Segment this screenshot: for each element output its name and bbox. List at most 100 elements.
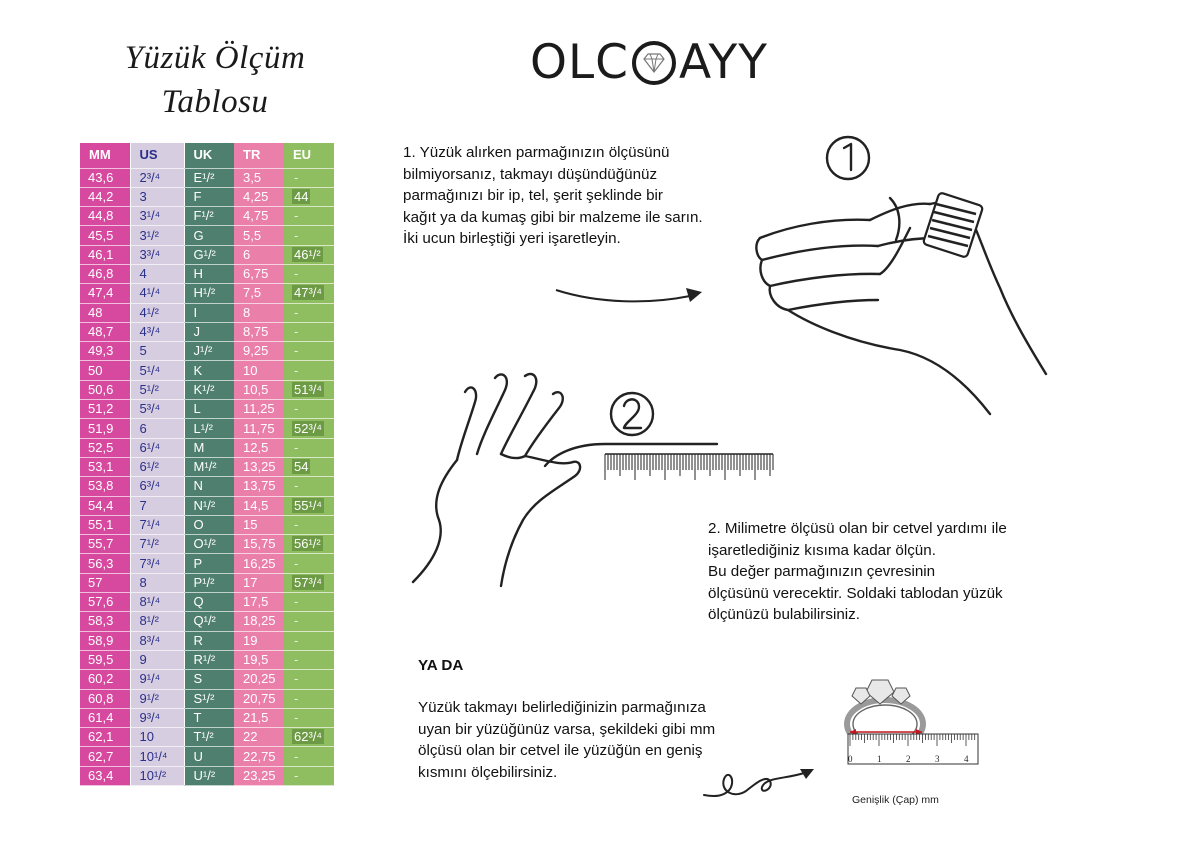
cell-mm: 58,3: [80, 611, 130, 632]
cell-tr: 11,75: [234, 418, 284, 439]
cell-tr: 5,5: [234, 225, 284, 246]
cell-tr: 22: [234, 727, 284, 748]
cell-us: 6: [129, 418, 184, 439]
eu-value: 44: [292, 188, 311, 204]
cell-mm: 60,2: [80, 669, 130, 690]
ring-ruler-label: 3: [935, 754, 940, 764]
step2-text: 2. Milimetre ölçüsü olan bir cetvel yard…: [708, 518, 1088, 626]
cell-tr: 17,5: [234, 592, 284, 613]
eu-value: -: [294, 169, 299, 185]
cell-eu: -: [284, 631, 334, 651]
cell-tr: 8,75: [234, 322, 284, 343]
cell-us: 10¹/²: [129, 766, 184, 787]
cell-us: 6¹/⁴: [129, 438, 184, 458]
cell-tr: 8: [234, 303, 284, 323]
cell-us: 3³/⁴: [129, 245, 184, 265]
hand-wrapping-string-icon: [755, 135, 1048, 416]
cell-eu: -: [284, 206, 334, 227]
cell-mm: 61,4: [80, 708, 130, 729]
cell-tr: 21,5: [234, 708, 284, 729]
cell-uk: K¹/²: [183, 380, 234, 401]
cell-mm: 48,7: [80, 322, 130, 343]
eu-value: -: [294, 613, 299, 629]
cell-us: 4³/⁴: [129, 322, 184, 343]
cell-uk: F¹/²: [183, 206, 234, 227]
cell-eu: 44: [284, 187, 334, 208]
cell-us: 2³/⁴: [129, 168, 184, 188]
cell-tr: 19,5: [234, 650, 284, 671]
cell-us: 3¹/²: [129, 225, 184, 246]
cell-eu: -: [284, 476, 334, 497]
cell-eu: 56¹/²: [284, 534, 334, 555]
cell-mm: 48: [80, 303, 130, 323]
cell-us: 10¹/⁴: [129, 746, 184, 767]
cell-eu: -: [284, 689, 334, 709]
cell-mm: 60,8: [80, 689, 130, 709]
cell-us: 5¹/²: [129, 380, 184, 401]
cell-tr: 12,5: [234, 438, 284, 458]
header-us: US: [129, 143, 184, 169]
cell-mm: 56,3: [80, 553, 130, 574]
cell-mm: 52,5: [80, 438, 130, 458]
step2-line: işaretlediğiniz kısıma kadar ölçün.: [708, 541, 936, 559]
eu-value: -: [294, 652, 299, 668]
cell-tr: 6,75: [234, 264, 284, 285]
diamond-logo-icon: [632, 41, 676, 85]
cell-mm: 47,4: [80, 283, 130, 304]
eu-value: -: [294, 227, 299, 243]
eu-value: -: [294, 555, 299, 571]
eu-value: -: [294, 266, 299, 282]
eu-value: -: [294, 439, 299, 455]
step2-line: ölçüsünü verecektir. Soldaki tablodan yü…: [708, 584, 1003, 602]
eu-value: -: [294, 632, 299, 648]
cell-eu: -: [284, 341, 334, 362]
cell-mm: 44,2: [80, 187, 130, 208]
hand-with-ruler-icon: [411, 372, 774, 588]
cell-mm: 62,1: [80, 727, 130, 748]
cell-us: 7: [129, 496, 184, 516]
eu-value: 46¹/²: [292, 246, 323, 262]
cell-tr: 10,5: [234, 380, 284, 401]
curly-arrow-icon: [703, 769, 814, 798]
cell-us: 9: [129, 650, 184, 671]
cell-uk: N: [183, 476, 234, 497]
eu-value: -: [294, 516, 299, 532]
eu-value: -: [294, 690, 299, 706]
cell-uk: H¹/²: [183, 283, 234, 304]
cell-mm: 53,1: [80, 457, 130, 478]
cell-eu: -: [284, 303, 334, 323]
cell-mm: 51,2: [80, 399, 130, 420]
cell-mm: 54,4: [80, 496, 130, 516]
eu-value: -: [294, 343, 299, 359]
cell-mm: 44,8: [80, 206, 130, 227]
cell-eu: 62³/⁴: [284, 727, 334, 748]
eu-value: -: [294, 324, 299, 340]
cell-uk: F: [183, 187, 234, 208]
cell-us: 9³/⁴: [129, 708, 184, 729]
cell-tr: 10: [234, 360, 284, 381]
cell-tr: 22,75: [234, 746, 284, 767]
table-header-row: MM US UK TR EU: [80, 143, 334, 169]
step1-text: 1. Yüzük alırken parmağınızın ölçüsünü b…: [403, 142, 783, 250]
step2-line: 2. Milimetre ölçüsü olan bir cetvel yard…: [708, 520, 1007, 537]
cell-tr: 13,25: [234, 457, 284, 478]
alternative-line: uyan bir yüzüğünüz varsa, şekildeki gibi…: [418, 720, 716, 738]
cell-tr: 14,5: [234, 496, 284, 516]
cell-eu: -: [284, 708, 334, 729]
cell-uk: Q: [183, 592, 234, 613]
